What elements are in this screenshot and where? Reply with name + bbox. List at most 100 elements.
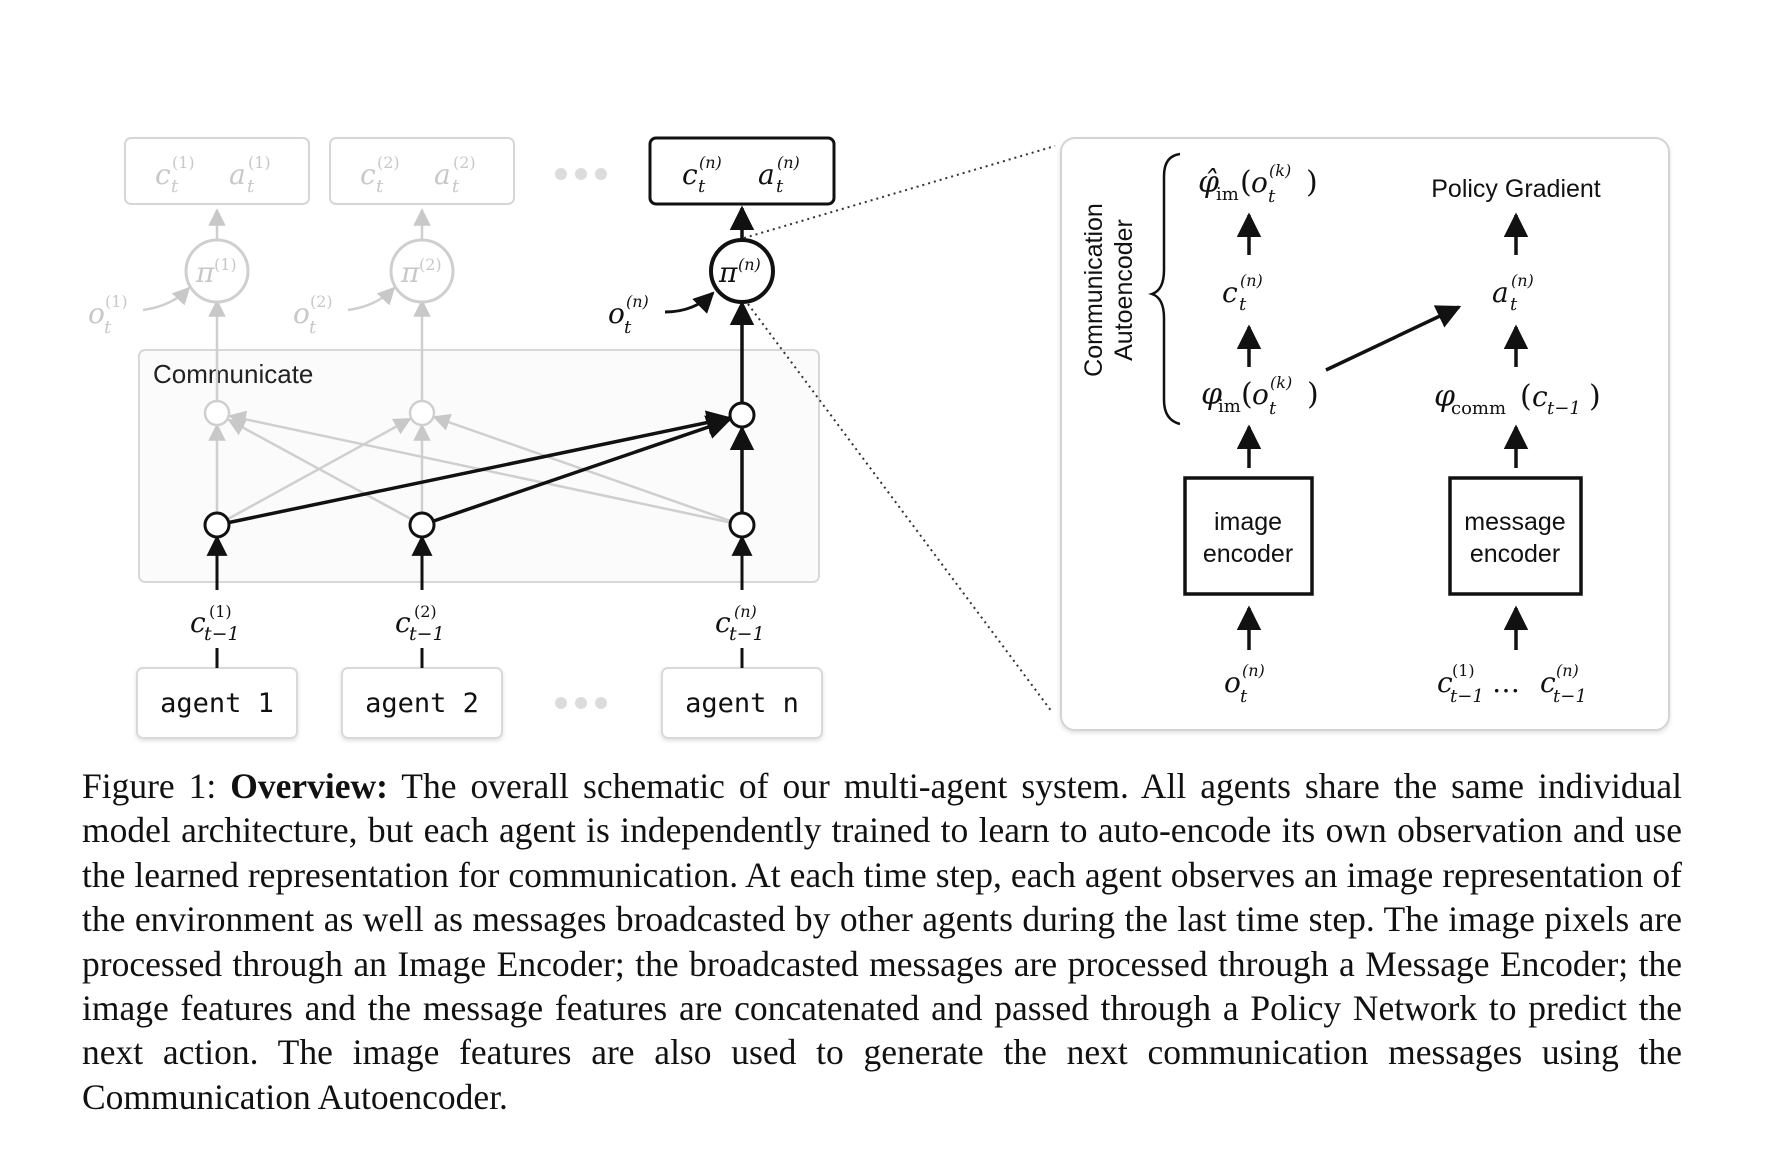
comm-node-1 [203,399,231,427]
svg-text:(n): (n) [1511,271,1534,290]
svg-text:(n): (n) [777,153,800,172]
svg-text:t: t [1510,294,1518,315]
multi-agent-schematic: Communicate agent 1 agent 2 agent n c (1… [88,136,1670,739]
svg-text:c: c [1437,666,1453,699]
outputs-ellipsis [555,168,607,180]
svg-text:c: c [395,606,411,639]
svg-text:(n): (n) [626,292,649,311]
svg-text:t−1: t−1 [1547,398,1581,419]
svg-text:t: t [104,317,112,338]
svg-text:t−1: t−1 [204,623,240,645]
observation-2: o (2) t [293,292,333,338]
svg-text:): ) [1306,165,1318,200]
svg-text:(n): (n) [1240,271,1263,290]
svg-text:t: t [776,176,784,197]
svg-text:): ) [1589,379,1601,414]
svg-text:t: t [1268,186,1276,207]
svg-text:(n): (n) [1556,661,1579,680]
svg-text:t: t [1269,398,1277,419]
svg-text:t−1: t−1 [729,623,765,645]
svg-text:a: a [1492,276,1509,309]
svg-text:(2): (2) [414,602,437,621]
svg-text:t−1: t−1 [1450,686,1484,707]
observation-o-t-n: o (n) t [1224,661,1265,707]
agent-2-label: agent 2 [365,688,479,719]
policy-node-2: π (2) [389,238,455,304]
svg-text:(: ( [1520,379,1532,414]
image-encoder-box: image encoder [1183,476,1314,596]
observation-1: o (1) t [88,292,128,338]
agents-ellipsis [555,697,607,709]
figure-caption: Figure 1: Overview: The overall schemati… [82,764,1682,1119]
svg-text:c: c [360,158,376,191]
svg-text:(: ( [1240,165,1252,200]
svg-text:(k): (k) [1270,373,1292,392]
c-t-n-label: c (n) t [1222,271,1263,315]
svg-text:(n): (n) [738,255,761,274]
svg-text:c: c [155,158,171,191]
detail-panel [1060,137,1670,731]
caption-body: The overall schematic of our multi-agent… [82,766,1682,1117]
agent-n-label: agent n [685,688,799,719]
svg-text:im: im [1216,184,1239,205]
svg-text:π: π [718,256,738,289]
svg-text:c: c [1532,380,1548,413]
svg-text:…: … [1492,666,1520,699]
svg-text:(n): (n) [1242,661,1265,680]
communicate-box [138,349,820,583]
svg-text:c: c [190,606,206,639]
svg-text:(2): (2) [453,153,476,172]
svg-text:φ: φ [1434,379,1455,414]
svg-text:Autoencoder: Autoencoder [1110,219,1138,361]
policy-node-n: π (n) [709,238,775,304]
svg-text:im: im [1218,396,1241,417]
svg-text:t: t [698,176,706,197]
message-encoder-box: message encoder [1448,476,1583,596]
svg-text:(n): (n) [699,153,722,172]
agent-2-box: agent 2 [341,667,503,739]
svg-text:t: t [376,176,384,197]
comm-node-2 [408,399,436,427]
svg-text:o: o [608,297,625,330]
svg-text:(: ( [1241,377,1253,412]
svg-text:φ̂: φ̂ [1198,165,1219,200]
svg-text:(1): (1) [248,153,271,172]
svg-text:t−1: t−1 [1553,686,1587,707]
svg-text:(1): (1) [209,602,232,621]
encoder-node-2 [408,511,436,539]
svg-text:(1): (1) [1452,661,1475,680]
svg-text:t: t [1239,294,1247,315]
svg-text:a: a [229,158,246,191]
svg-text:π: π [195,256,215,289]
svg-text:t: t [247,176,255,197]
svg-text:(2): (2) [377,153,400,172]
svg-text:message: message [1464,508,1565,536]
policy-node-1: π (1) [184,238,250,304]
output-box-1: c (1) t a (1) t [124,137,310,205]
svg-text:t: t [452,176,460,197]
svg-text:o: o [1224,666,1241,699]
svg-text:t−1: t−1 [409,623,445,645]
svg-text:π: π [400,256,420,289]
messages-range-label: c (1) t−1 … c (n) t−1 [1437,661,1587,707]
output-box-2: c (2) t a (2) t [329,137,515,205]
comm-node-n [728,401,756,429]
svg-text:): ) [1307,377,1319,412]
svg-text:(1): (1) [214,255,237,274]
svg-text:encoder: encoder [1203,540,1293,568]
prev-message-2: c (2) t−1 [395,602,445,645]
svg-text:comm: comm [1451,398,1506,419]
svg-text:(1): (1) [105,292,128,311]
prev-message-n: c (n) t−1 [715,602,765,645]
caption-bold-title: Overview: [230,766,388,806]
svg-text:c: c [1222,276,1238,309]
svg-text:φ: φ [1201,377,1222,412]
svg-text:t: t [624,317,632,338]
svg-text:encoder: encoder [1470,540,1560,568]
phi-hat-im-label: φ̂ im ( o (k) t ) [1198,161,1318,207]
svg-text:(2): (2) [419,255,442,274]
svg-text:o: o [1251,166,1268,199]
autoencoder-brace [1148,152,1181,426]
observation-n: o (n) t [608,292,649,338]
svg-text:c: c [682,158,698,191]
